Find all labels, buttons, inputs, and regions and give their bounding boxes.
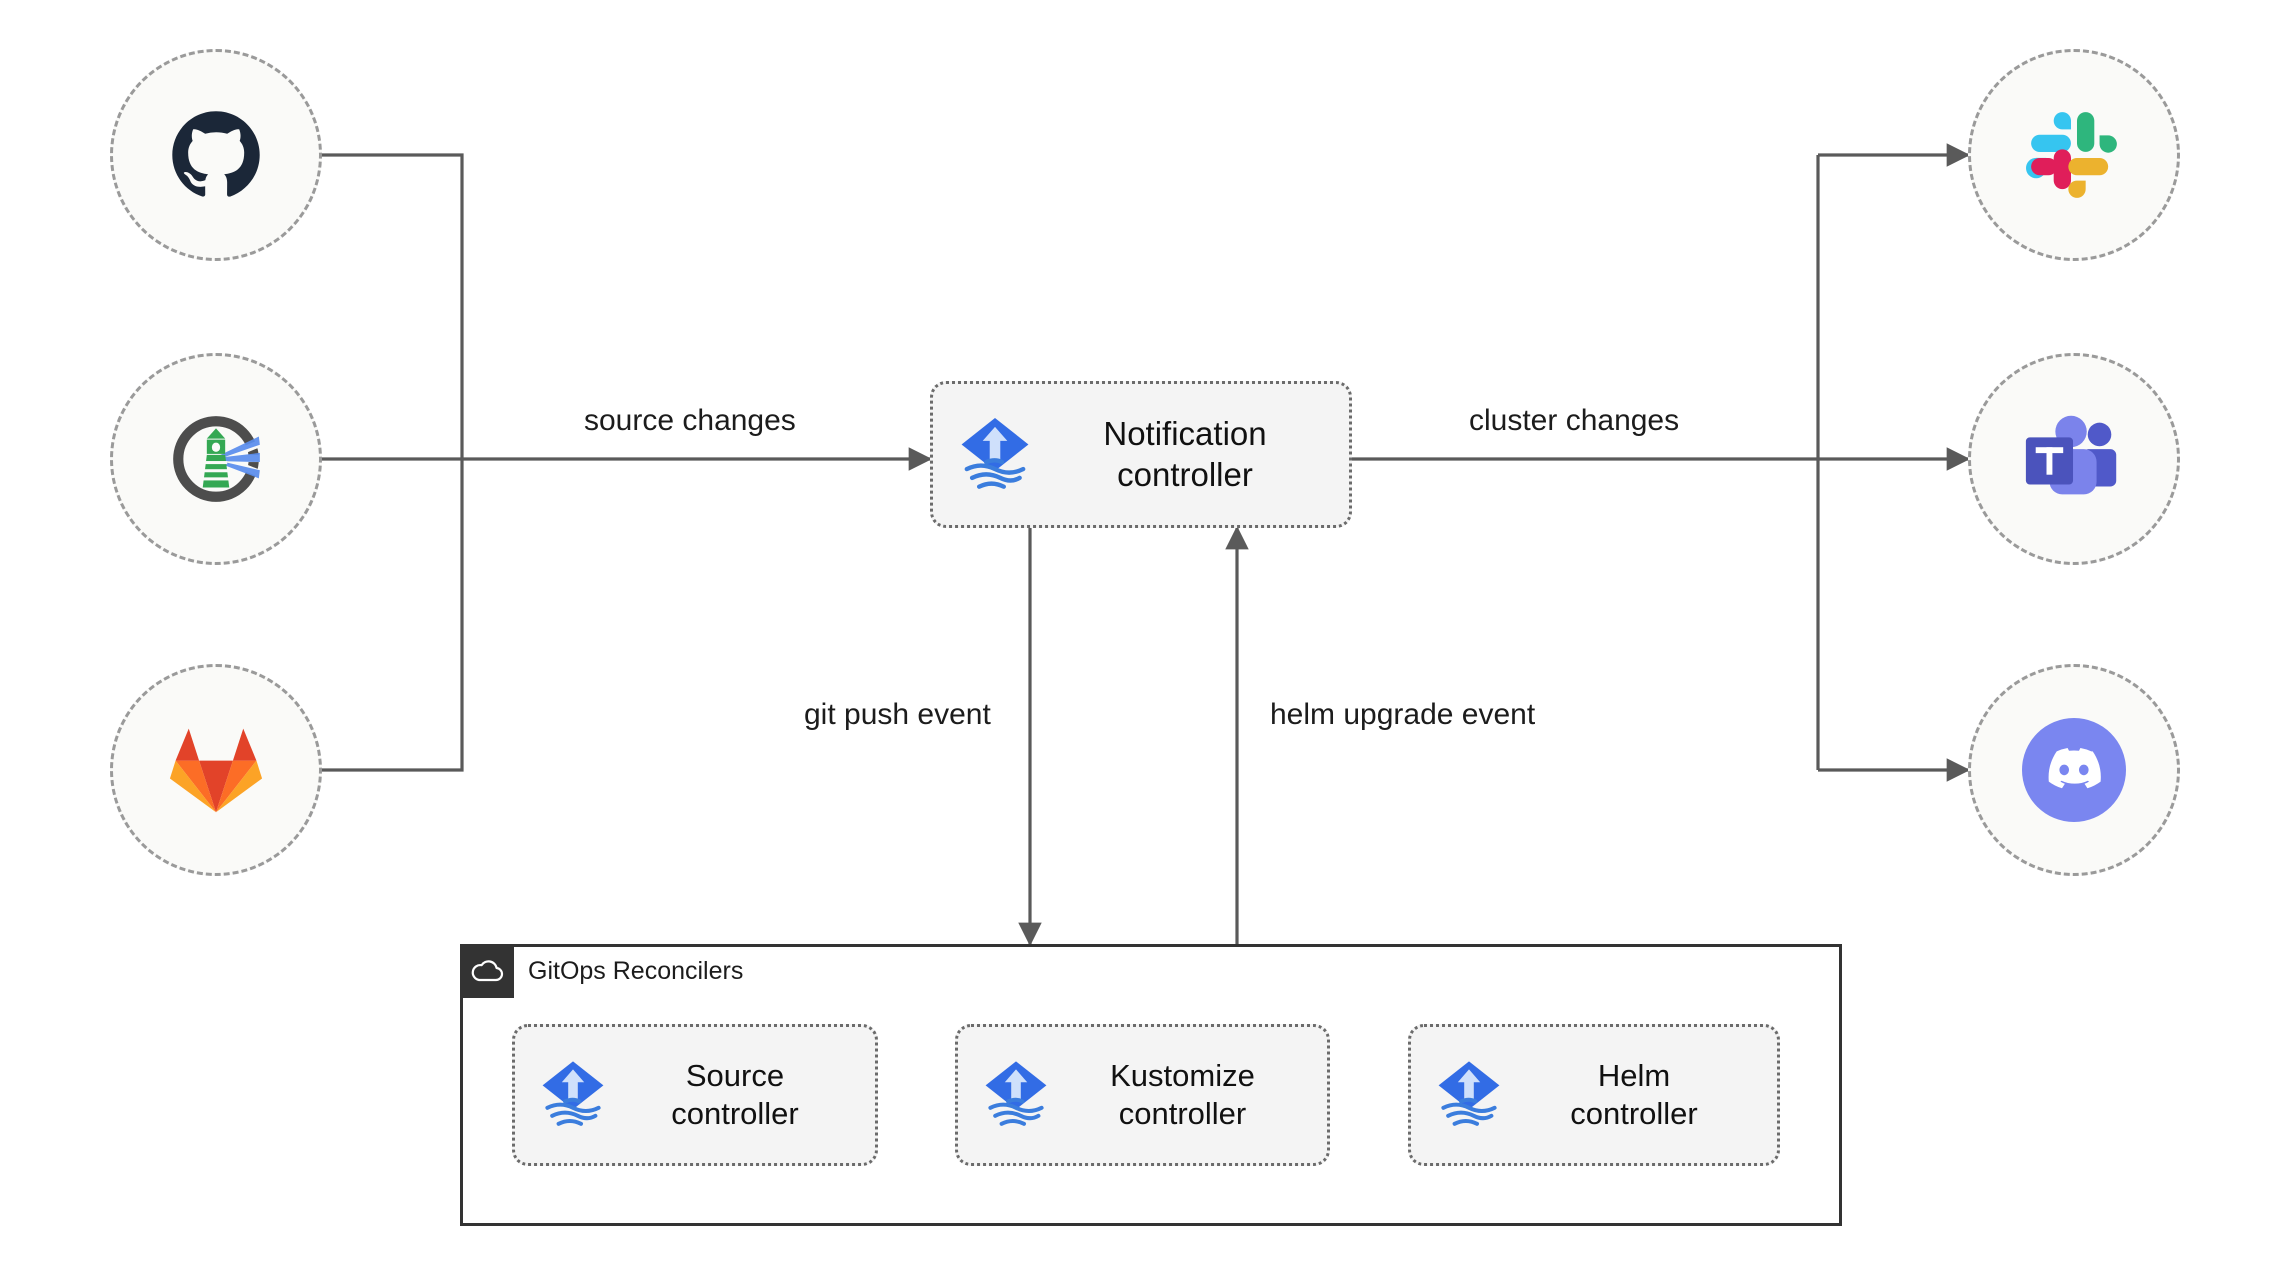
- flux-cd-icon: [951, 411, 1039, 499]
- slack-icon: [2026, 112, 2117, 198]
- cloud-icon: [460, 944, 514, 998]
- flux-cd-icon: [533, 1055, 613, 1135]
- target-node-teams[interactable]: [1968, 353, 2180, 565]
- kustomize-controller-label: Kustomize controller: [1110, 1058, 1255, 1131]
- target-node-discord[interactable]: [1968, 664, 2180, 876]
- discord-icon: [2022, 718, 2126, 822]
- gitlab-icon: [169, 728, 263, 813]
- edge-label-source-changes: source changes: [578, 404, 802, 438]
- flux-cd-icon: [976, 1055, 1056, 1135]
- edge-gitlab-to-trunk: [316, 459, 464, 772]
- helm-controller-node[interactable]: Helm controller: [1408, 1024, 1780, 1166]
- edge-label-git-push-event: git push event: [798, 698, 997, 732]
- microsoft-teams-icon: [2025, 415, 2117, 495]
- gitops-reconcilers-header: GitOps Reconcilers: [460, 944, 743, 998]
- notification-controller-node[interactable]: Notification controller: [930, 381, 1352, 528]
- edge-label-helm-upgrade-event: helm upgrade event: [1264, 698, 1542, 732]
- edge-label-cluster-changes: cluster changes: [1463, 404, 1686, 438]
- source-node-flux[interactable]: [110, 353, 322, 565]
- helm-controller-label: Helm controller: [1570, 1058, 1698, 1131]
- notification-controller-label: Notification controller: [1103, 415, 1267, 493]
- source-controller-node[interactable]: Source controller: [512, 1024, 878, 1166]
- gitops-reconcilers-title: GitOps Reconcilers: [528, 956, 744, 985]
- source-node-github[interactable]: [110, 49, 322, 261]
- source-controller-label: Source controller: [671, 1058, 799, 1131]
- flux-cd-icon: [1429, 1055, 1509, 1135]
- edge-github-to-trunk: [316, 153, 464, 459]
- target-node-slack[interactable]: [1968, 49, 2180, 261]
- kustomize-controller-node[interactable]: Kustomize controller: [955, 1024, 1330, 1166]
- github-icon: [172, 111, 260, 197]
- source-node-gitlab[interactable]: [110, 664, 322, 876]
- flux-lighthouse-icon: [173, 416, 261, 502]
